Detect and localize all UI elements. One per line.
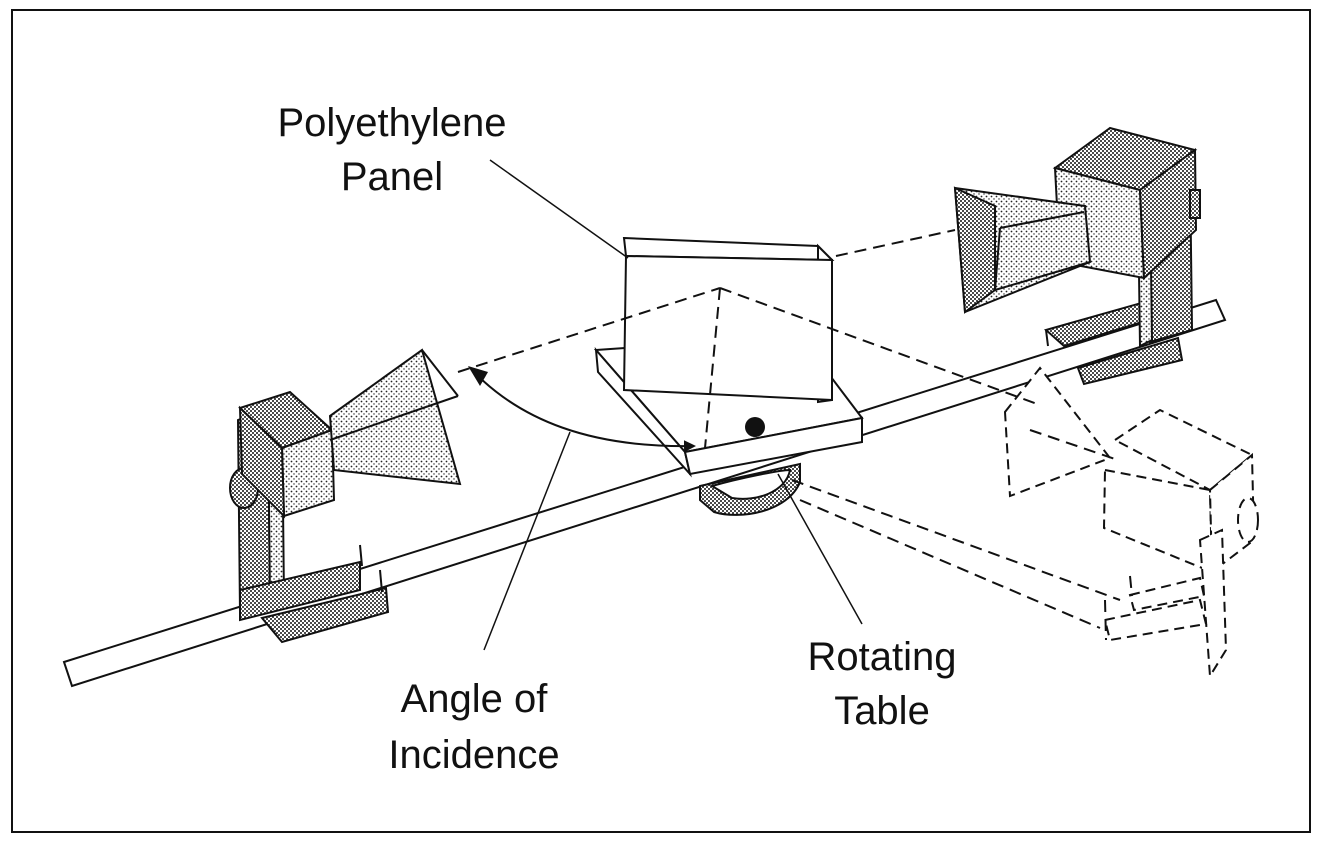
polyethylene-panel [622, 236, 835, 404]
angle-arc [471, 369, 696, 453]
figure-frame [11, 9, 1311, 833]
left-antenna-assembly [229, 348, 462, 644]
panel-leader-line [489, 159, 629, 259]
panel-label-line2: Panel [341, 155, 443, 199]
table-label-line1: Rotating [808, 635, 957, 679]
table-leader-line [777, 473, 863, 625]
alternate-antenna-position [1003, 366, 1259, 680]
right-antenna-assembly [953, 126, 1201, 386]
table-label-line2: Table [834, 689, 930, 733]
panel-label-line1: Polyethylene [277, 101, 506, 145]
angle-label-line1: Angle of [401, 677, 549, 721]
angle-leader-line [483, 431, 571, 651]
pivot-point [745, 417, 765, 437]
angle-arc-start-arrow [468, 366, 488, 386]
signal-paths [457, 229, 1121, 629]
angle-label-line2: Incidence [388, 733, 559, 777]
